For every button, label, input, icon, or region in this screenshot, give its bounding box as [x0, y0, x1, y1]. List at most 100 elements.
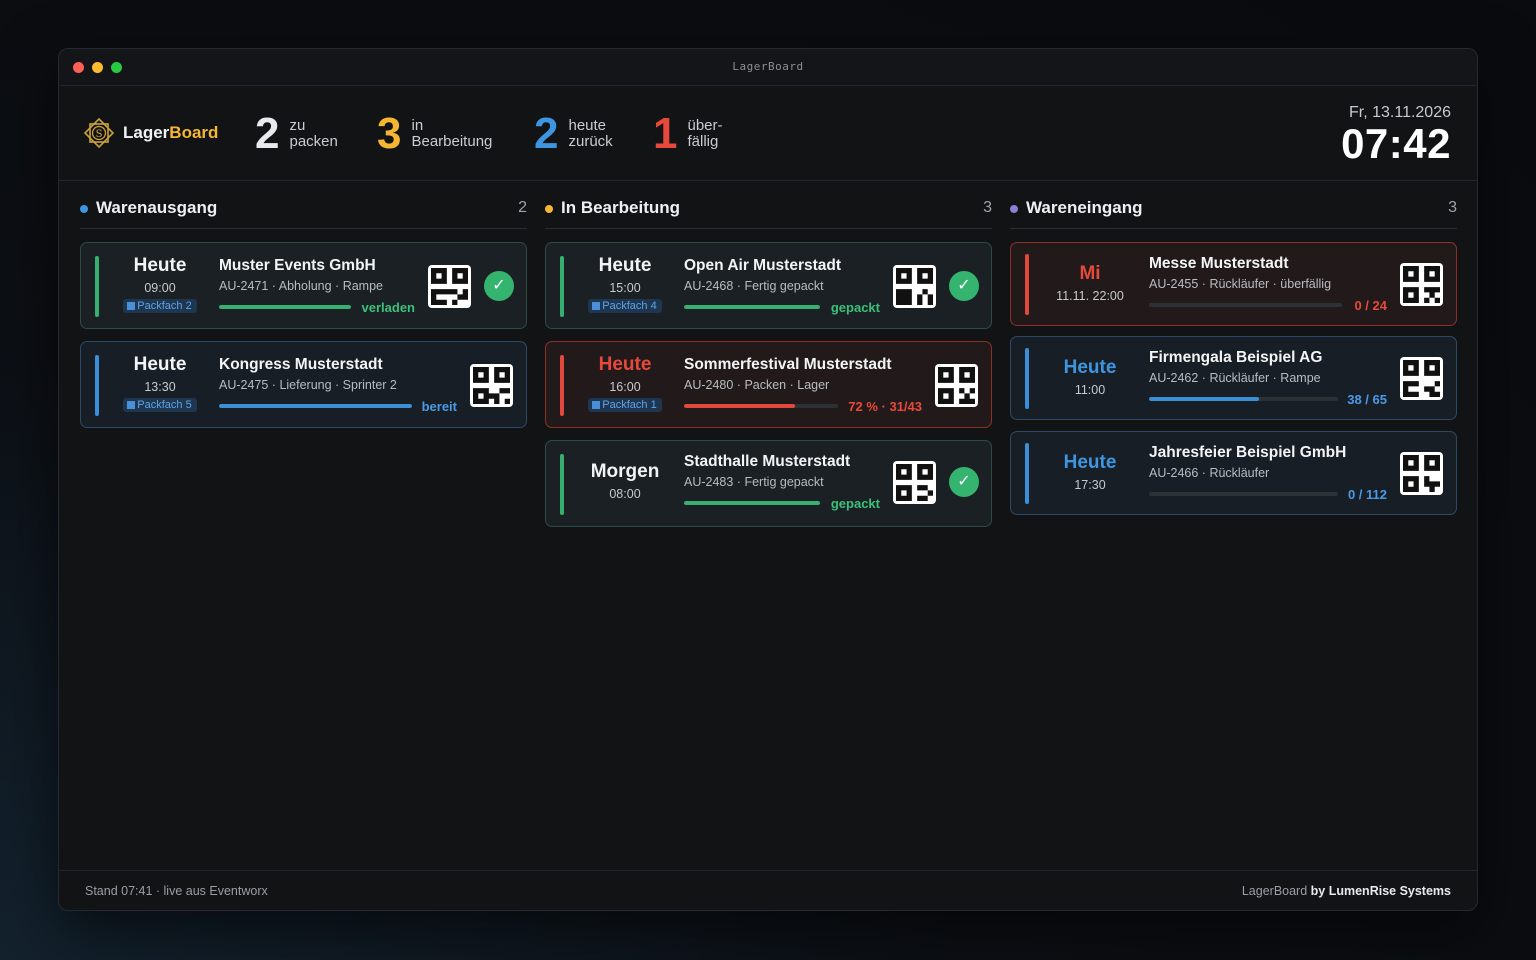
qr-code-icon[interactable]	[428, 265, 471, 308]
stat-value: 3	[377, 109, 402, 158]
progress-bar	[219, 305, 351, 309]
order-card[interactable]: Heute 17:30 Jahresfeier Beispiel GmbH AU…	[1010, 431, 1457, 515]
clock-date: Fr, 13.11.2026	[1349, 104, 1451, 121]
card-title: Jahresfeier Beispiel GmbH	[1149, 444, 1347, 461]
maximize-window-button[interactable]	[111, 62, 122, 73]
card-status: 0 / 112	[1347, 487, 1387, 502]
card-day: Heute	[133, 354, 187, 375]
progress-bar	[1149, 492, 1338, 496]
card-when: Heute 09:00 Packfach 2	[111, 255, 209, 314]
progress-fill	[1149, 397, 1259, 401]
card-when: Heute 16:00 Packfach 1	[576, 354, 674, 413]
progress-fill	[684, 501, 820, 505]
brand-name: LagerBoard	[123, 123, 219, 142]
qr-code-icon[interactable]	[1400, 452, 1443, 495]
progress-bar	[684, 305, 820, 309]
box-icon	[127, 401, 136, 409]
stat-value: 2	[255, 109, 280, 158]
progress-fill	[684, 404, 795, 408]
close-window-button[interactable]	[73, 62, 84, 73]
card-when: Mi 11.11. 22:00	[1041, 263, 1139, 303]
card-info: Sommerfestival Musterstadt AU-2480 · Pac…	[684, 356, 892, 392]
done-check-icon: ✓	[949, 271, 979, 301]
card-status: 72 % · 31/43	[848, 399, 922, 414]
status-stripe	[560, 355, 564, 416]
clock: Fr, 13.11.2026 07:42	[1341, 104, 1451, 166]
box-icon	[127, 302, 136, 310]
order-card[interactable]: Heute 09:00 Packfach 2 Muster Events Gmb…	[80, 242, 527, 329]
card-info: Kongress Musterstadt AU-2475 · Lieferung…	[219, 356, 397, 392]
card-time: 11:00	[1074, 383, 1106, 397]
card-subtitle: AU-2468 · Fertig gepackt	[684, 279, 824, 293]
card-info: Jahresfeier Beispiel GmbH AU-2466 · Rück…	[1149, 444, 1346, 480]
card-status: bereit	[421, 399, 457, 414]
done-check-icon: ✓	[949, 467, 979, 497]
column-count: 3	[1448, 199, 1457, 216]
card-day: Heute	[598, 255, 652, 276]
order-card[interactable]: Mi 11.11. 22:00 Messe Musterstadt AU-245…	[1010, 242, 1457, 326]
order-card[interactable]: Heute 11:00 Firmengala Beispiel AG AU-24…	[1010, 336, 1457, 420]
title-bar: LagerBoard	[59, 49, 1477, 86]
card-time: 15:00	[609, 281, 641, 295]
stat-value: 2	[534, 109, 559, 158]
status-stripe	[1025, 443, 1029, 504]
card-time: 11.11. 22:00	[1056, 289, 1124, 303]
status-stripe	[95, 355, 99, 416]
column-warenausgang: Warenausgang 2 Heute 09:00 Packfach 2 Mu…	[80, 195, 527, 428]
order-card[interactable]: Heute 16:00 Packfach 1 Sommerfestival Mu…	[545, 341, 992, 428]
column-dot-icon	[545, 205, 553, 213]
status-stripe	[560, 256, 564, 317]
brand: S LagerBoard	[83, 117, 218, 149]
packfach-badge: Packfach 4	[588, 299, 662, 313]
card-subtitle: AU-2475 · Lieferung · Sprinter 2	[219, 378, 397, 392]
column-title: In Bearbeitung	[561, 198, 681, 217]
card-info: Muster Events GmbH AU-2471 · Abholung · …	[219, 257, 383, 293]
done-check-icon: ✓	[484, 271, 514, 301]
box-icon	[592, 302, 601, 310]
qr-code-icon[interactable]	[893, 265, 936, 308]
card-title: Messe Musterstadt	[1149, 255, 1289, 272]
progress-bar	[1149, 397, 1338, 401]
card-info: Stadthalle Musterstadt AU-2483 · Fertig …	[684, 453, 850, 489]
order-card[interactable]: Morgen 08:00 Stadthalle Musterstadt AU-2…	[545, 440, 992, 527]
qr-code-icon[interactable]	[935, 364, 978, 407]
qr-code-icon[interactable]	[470, 364, 513, 407]
order-card[interactable]: Heute 15:00 Packfach 4 Open Air Musterst…	[545, 242, 992, 329]
card-day: Heute	[133, 255, 187, 276]
card-status: 0 / 24	[1354, 298, 1387, 313]
card-title: Sommerfestival Musterstadt	[684, 356, 892, 373]
card-when: Heute 17:30	[1041, 452, 1139, 492]
card-info: Messe Musterstadt AU-2455 · Rückläufer ·…	[1149, 255, 1331, 291]
card-when: Morgen 08:00	[576, 461, 674, 501]
card-subtitle: AU-2483 · Fertig gepackt	[684, 475, 824, 489]
card-subtitle: AU-2480 · Packen · Lager	[684, 378, 830, 392]
qr-code-icon[interactable]	[1400, 263, 1443, 306]
qr-code-icon[interactable]	[893, 461, 936, 504]
card-time: 08:00	[609, 487, 641, 501]
column-dot-icon	[80, 205, 88, 213]
progress-fill	[219, 305, 351, 309]
packfach-badge: Packfach 2	[123, 299, 197, 313]
order-card[interactable]: Heute 13:30 Packfach 5 Kongress Musterst…	[80, 341, 527, 428]
column-header: Warenausgang 2	[80, 195, 527, 229]
qr-code-icon[interactable]	[1400, 357, 1443, 400]
column-count: 2	[518, 199, 527, 216]
card-status: gepackt	[830, 496, 880, 511]
column-header: Wareneingang 3	[1010, 195, 1457, 229]
card-day: Heute	[1063, 357, 1117, 378]
board-columns: Warenausgang 2 Heute 09:00 Packfach 2 Mu…	[80, 195, 1458, 865]
svg-text:S: S	[96, 129, 103, 140]
card-day: Heute	[598, 354, 652, 375]
stat-label: über-fällig	[687, 117, 723, 150]
clock-time: 07:42	[1341, 120, 1451, 167]
packfach-badge: Packfach 5	[123, 398, 197, 412]
card-when: Heute 13:30 Packfach 5	[111, 354, 209, 413]
minimize-window-button[interactable]	[92, 62, 103, 73]
card-status: gepackt	[830, 300, 880, 315]
card-title: Kongress Musterstadt	[219, 356, 383, 373]
